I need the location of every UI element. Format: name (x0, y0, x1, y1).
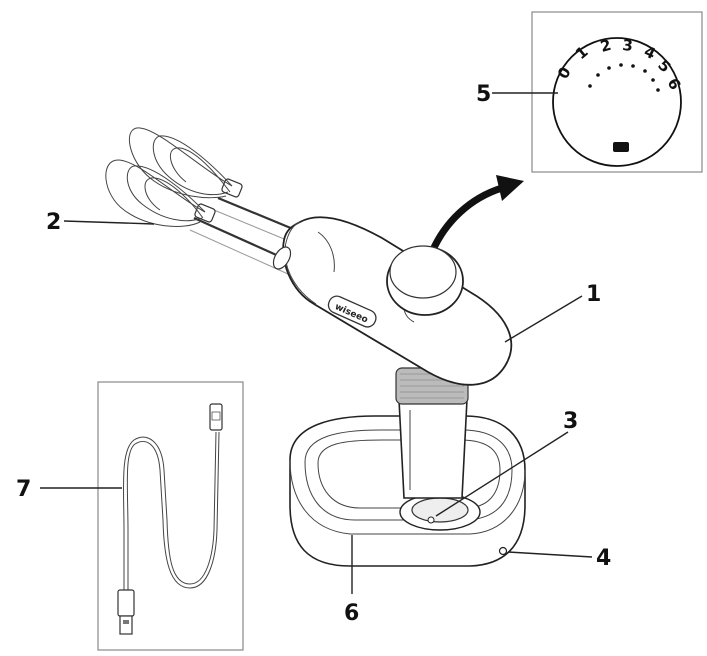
dial-number-2: 2 (598, 36, 613, 56)
callout-2: 2 (46, 210, 61, 235)
leader-4 (507, 551, 593, 558)
usb-a-plug-body (117, 589, 135, 617)
dial-dots (588, 63, 660, 92)
dial-face (552, 37, 682, 167)
mixer-grip (395, 367, 469, 499)
usb-a-plug-tip (119, 615, 133, 635)
callout-6: 6 (344, 601, 359, 626)
zoom-arrow (428, 175, 524, 256)
callout-5: 5 (476, 82, 491, 107)
base-tray-inner (317, 439, 501, 509)
leader-2 (63, 220, 155, 225)
callout-labels: 5 2 1 3 4 6 7 (16, 82, 611, 626)
usb-c-plug (209, 403, 223, 431)
callout-1: 1 (586, 282, 601, 307)
leader-3 (435, 431, 569, 517)
beater-socket (272, 246, 292, 270)
callout-7: 7 (16, 477, 31, 502)
dial-pointer (613, 142, 629, 152)
base-rim-edge (289, 459, 526, 535)
callout-4: 4 (596, 546, 611, 571)
charging-port (498, 546, 508, 556)
leader-lines (40, 92, 593, 594)
cable-wire-edge (126, 431, 220, 590)
leader-1 (504, 295, 583, 343)
cable-wire (122, 431, 217, 590)
callout-3: 3 (563, 409, 578, 434)
mixer-body: wiseeo (272, 216, 513, 386)
dial-number-3: 3 (622, 36, 634, 55)
usb-cable-inset (97, 381, 244, 651)
charging-contact (427, 516, 435, 524)
base-tray (304, 429, 513, 521)
speed-dial-inset: 0 1 2 3 4 5 6 (531, 11, 703, 173)
